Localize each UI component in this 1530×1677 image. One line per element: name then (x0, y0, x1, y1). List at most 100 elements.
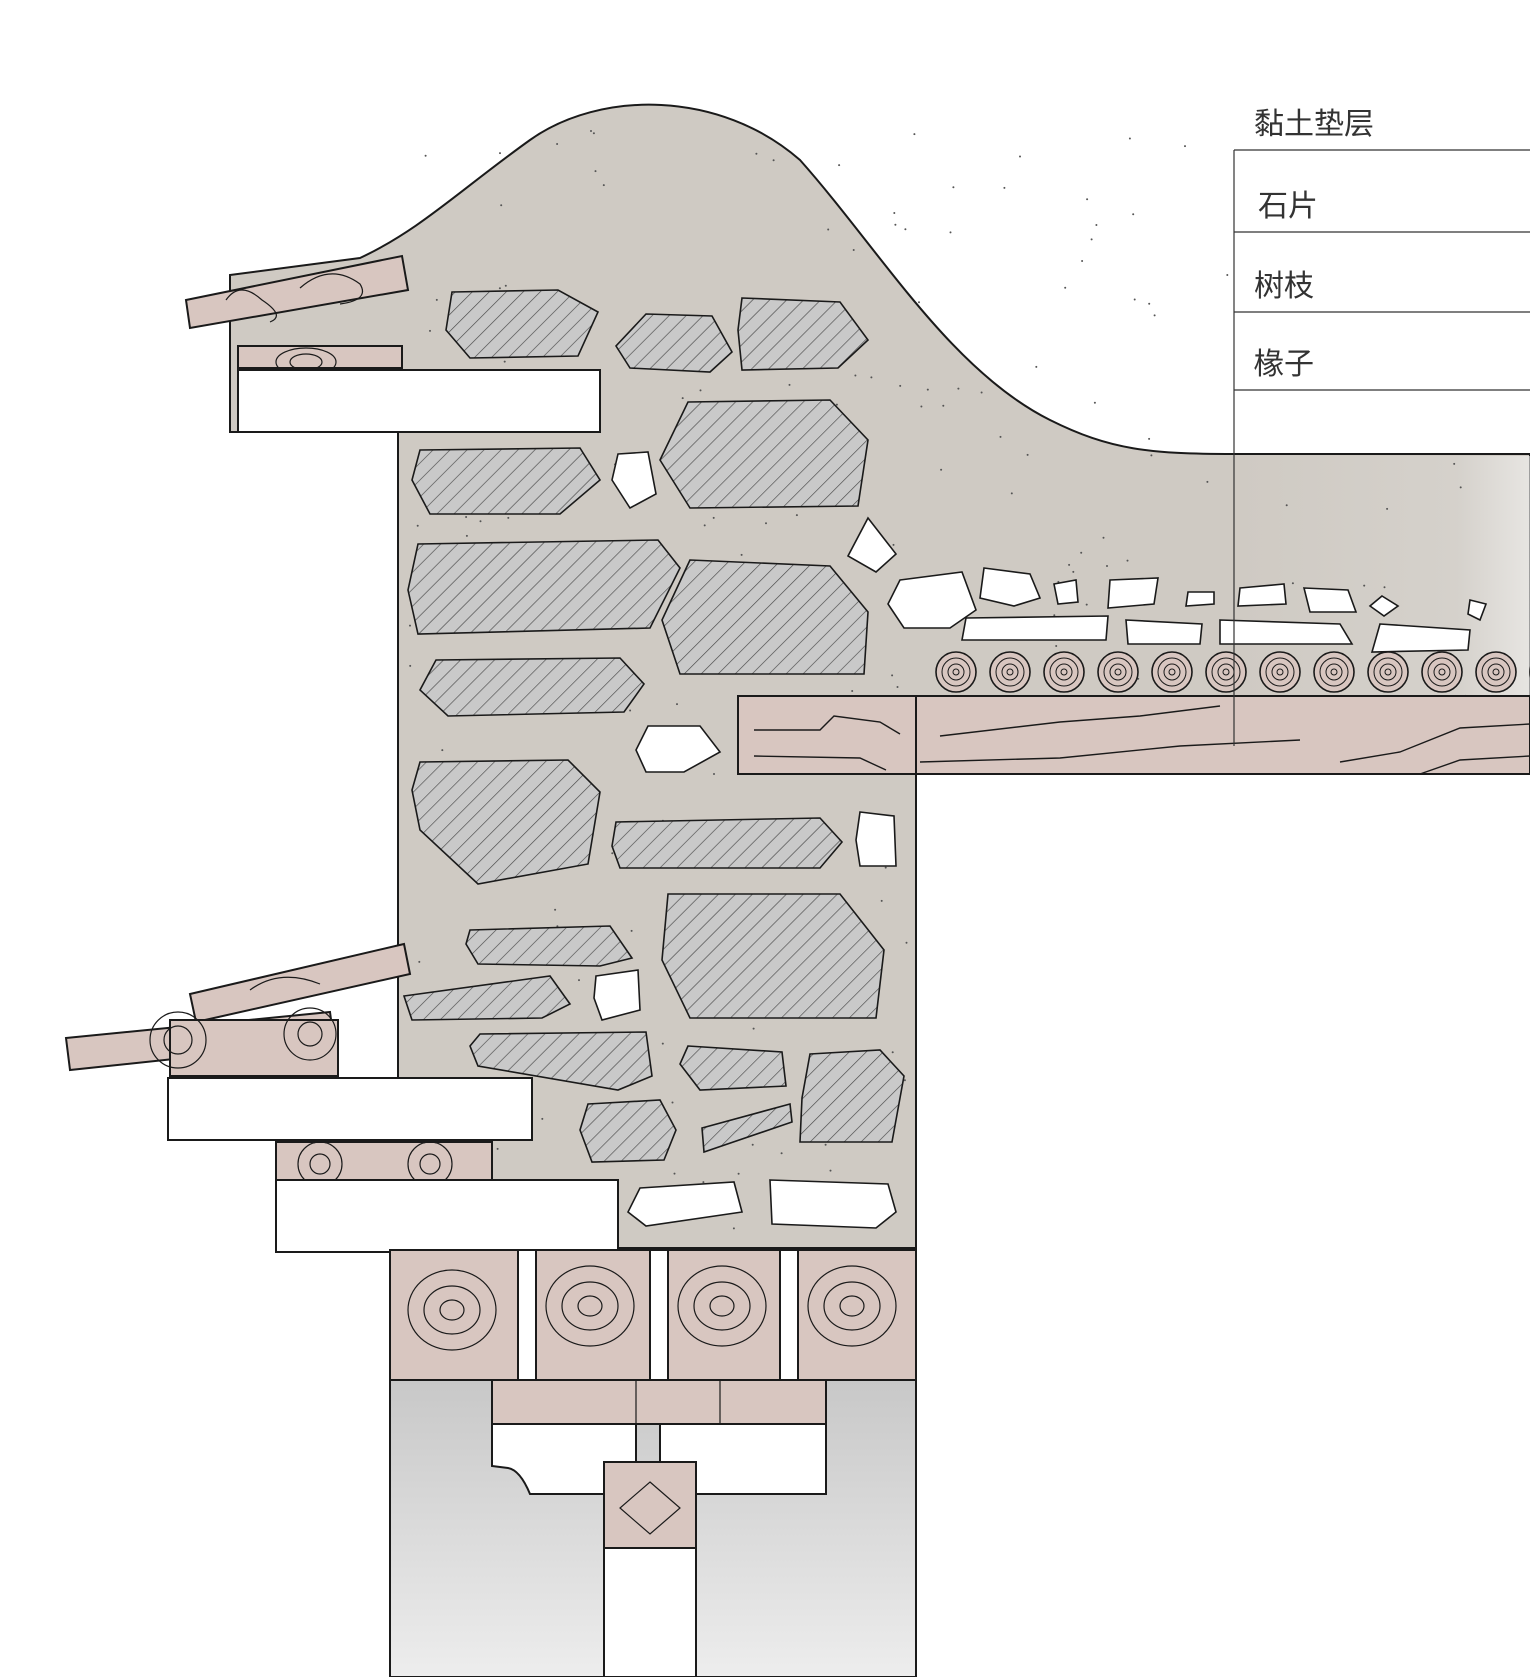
speckle (884, 866, 887, 869)
speckle (880, 899, 883, 902)
speckle (926, 388, 929, 391)
speckle (835, 403, 838, 406)
speckle (500, 204, 503, 207)
branch-log (1325, 663, 1343, 681)
speckle (1383, 586, 1386, 589)
speckle (1148, 302, 1151, 305)
branch-log (1001, 663, 1019, 681)
speckle (740, 553, 743, 556)
speckle (913, 133, 916, 136)
branch-log (1319, 657, 1349, 687)
speckle (498, 287, 501, 290)
label-leaders (1233, 149, 1530, 746)
speckle (827, 228, 830, 231)
branch-log (1271, 663, 1289, 681)
speckle (751, 1143, 754, 1146)
speckle (765, 522, 767, 525)
speckle (629, 709, 632, 712)
branch-log (1373, 657, 1403, 687)
speckle (1386, 507, 1389, 510)
speckle (896, 686, 899, 688)
speckle (699, 389, 702, 392)
speckle (602, 184, 605, 187)
speckle (795, 514, 798, 517)
speckle (903, 1079, 906, 1082)
speckle (1128, 137, 1131, 140)
speckle (416, 524, 419, 527)
speckle (1102, 536, 1105, 539)
speckle (556, 143, 559, 145)
speckle (824, 1143, 827, 1146)
speckle (1010, 492, 1013, 495)
speckle (852, 249, 855, 251)
speckle (1085, 603, 1088, 606)
speckle (957, 387, 960, 390)
speckle (465, 534, 468, 537)
label-stone-slab: 石片 (1258, 189, 1318, 224)
base-structure (389, 1379, 917, 1677)
speckle (671, 1101, 674, 1104)
speckle (1106, 565, 1108, 567)
branch-log (1049, 657, 1079, 687)
branch-log (941, 657, 971, 687)
speckle (952, 186, 955, 189)
speckle (1090, 238, 1093, 241)
speckle (904, 228, 907, 231)
speckle (1064, 286, 1067, 289)
speckle (590, 130, 592, 132)
label-branches: 树枝 (1254, 269, 1314, 304)
speckle (409, 624, 411, 627)
speckle (1459, 486, 1462, 489)
speckle (429, 329, 431, 332)
speckle (1206, 480, 1209, 483)
speckle (1453, 462, 1456, 465)
speckle (891, 1051, 894, 1054)
branch-log (1109, 663, 1127, 681)
speckle (418, 960, 421, 963)
speckle (676, 703, 678, 706)
rafter-beam (737, 695, 1530, 775)
speckle (891, 674, 894, 677)
speckle (1055, 645, 1058, 647)
masonry-stones (402, 289, 905, 1163)
speckle (1003, 186, 1006, 189)
speckle (894, 223, 897, 226)
branch-log (1114, 668, 1122, 676)
speckle (905, 941, 908, 944)
branch-log (1157, 657, 1187, 687)
speckle (441, 749, 444, 752)
speckle (578, 979, 580, 982)
label-clay-layer: 黏土垫层 (1254, 107, 1374, 142)
speckle (1291, 582, 1294, 585)
speckle (702, 1181, 705, 1184)
speckle (409, 664, 412, 667)
speckle (918, 301, 920, 304)
speckle (1080, 551, 1083, 554)
speckle (788, 383, 791, 386)
speckle (496, 1147, 499, 1150)
label-rafters: 椽子 (1254, 347, 1314, 382)
speckle (507, 516, 510, 519)
branch-log (1168, 668, 1176, 676)
speckle (554, 908, 557, 911)
speckle (1132, 213, 1135, 216)
speckle (829, 1169, 832, 1172)
branch-log (947, 663, 965, 681)
branch-log (1438, 668, 1446, 676)
speckle (780, 1152, 783, 1155)
speckle (504, 284, 507, 287)
branch-log (1481, 657, 1511, 687)
branch-log (1330, 668, 1338, 676)
branch-log (1163, 663, 1181, 681)
speckle (1153, 314, 1156, 317)
branch-log (1222, 668, 1230, 676)
branch-log (1492, 668, 1500, 676)
branch-log (1060, 668, 1068, 676)
branch-log (1433, 663, 1451, 681)
branch-log (1265, 657, 1295, 687)
speckle (712, 516, 715, 519)
speckle (681, 397, 684, 400)
speckle (424, 154, 427, 157)
speckle (611, 852, 614, 855)
